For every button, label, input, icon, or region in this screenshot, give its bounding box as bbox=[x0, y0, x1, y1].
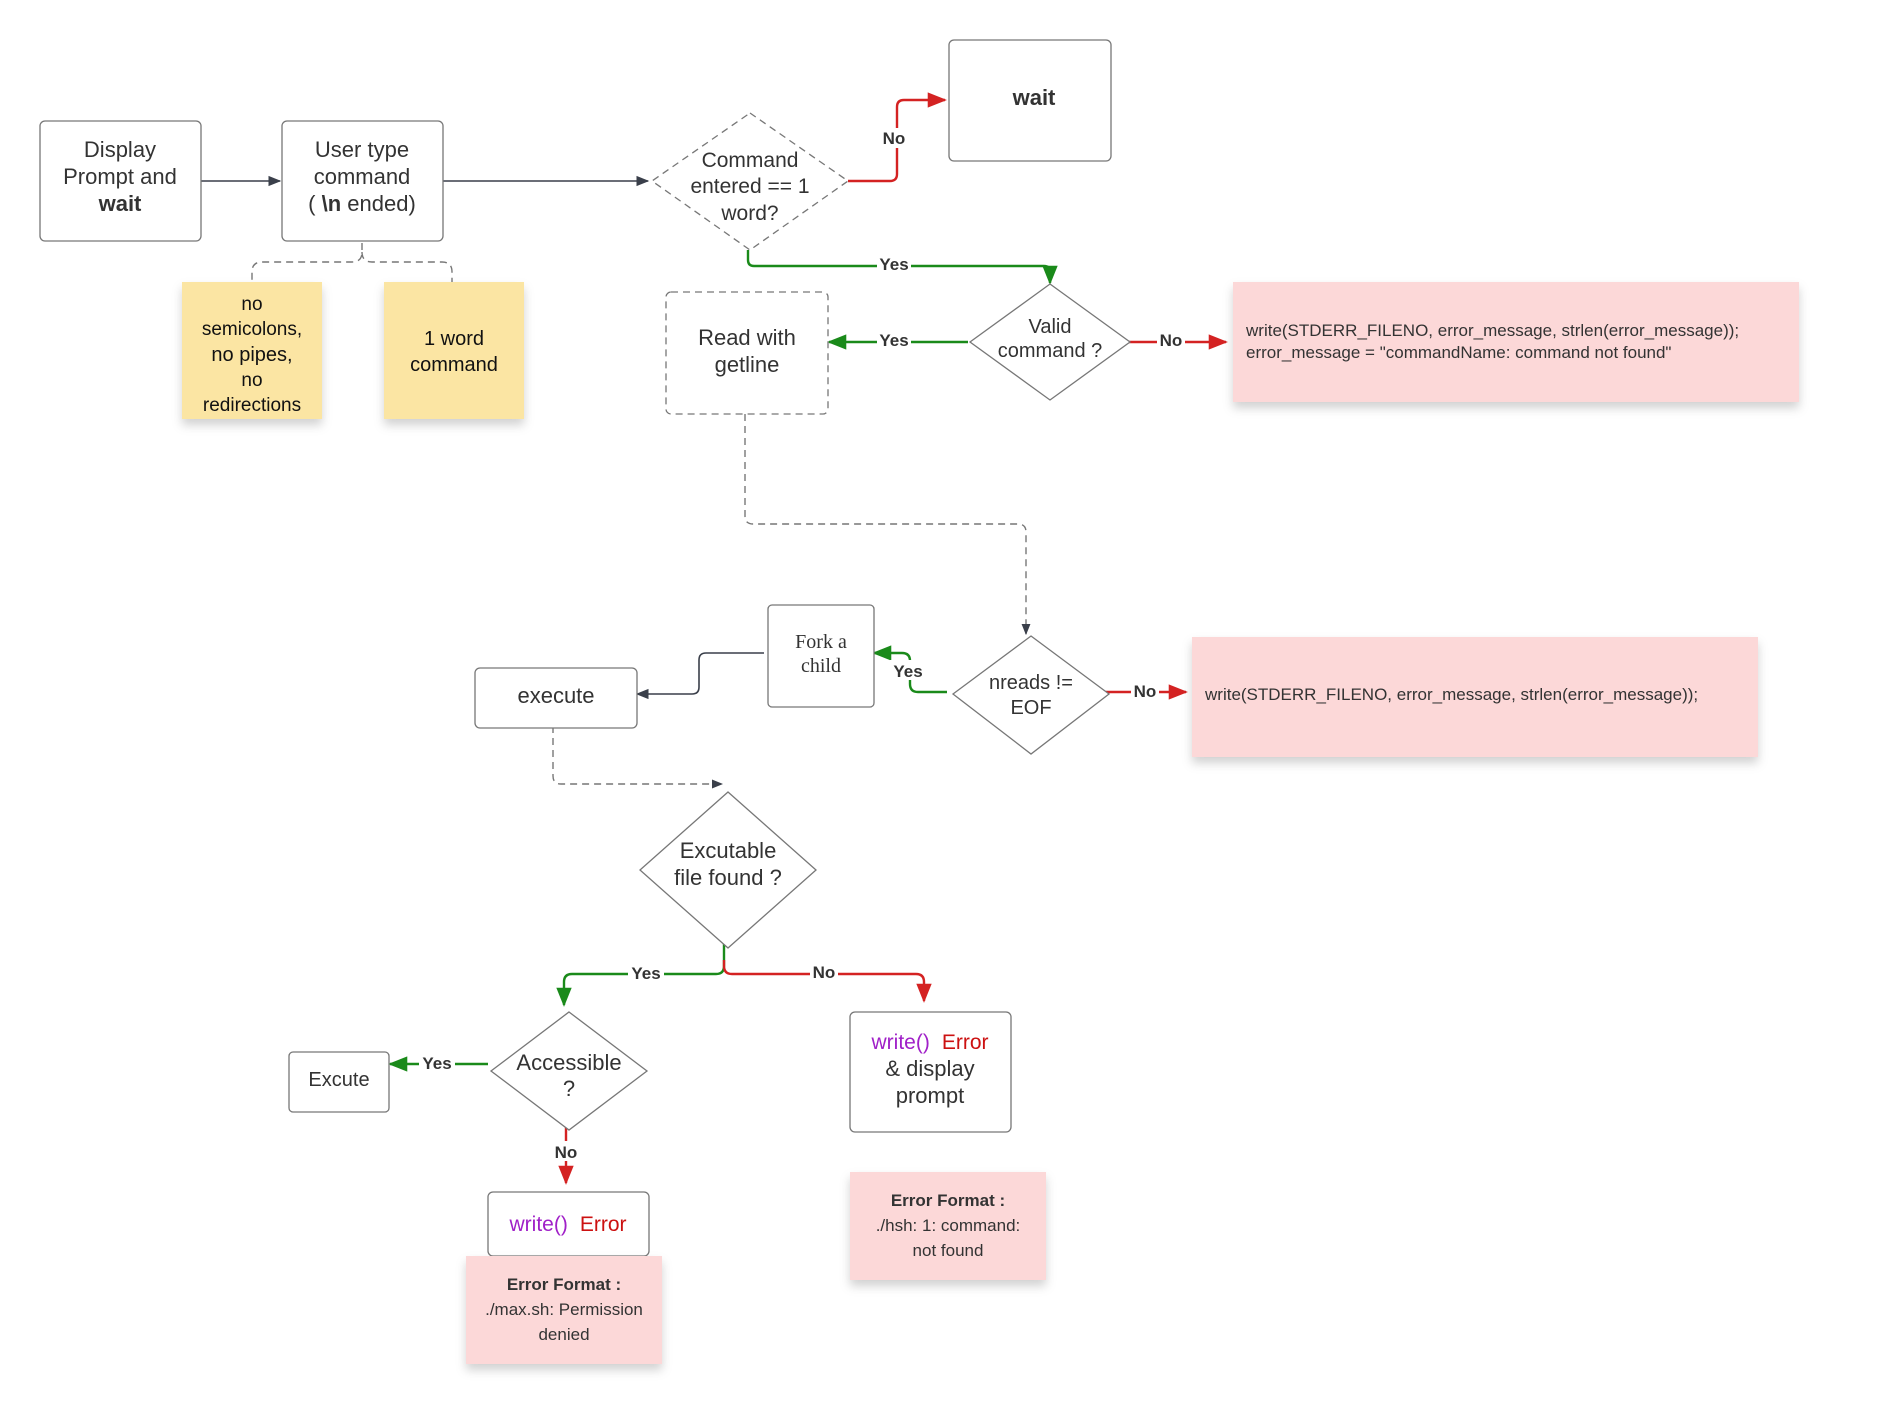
decision-one-word-line3: word? bbox=[720, 202, 778, 225]
decision-one-word-line2: entered == 1 bbox=[690, 175, 809, 198]
note-one-word: 1 word command bbox=[384, 282, 524, 419]
user-type-ended: ended) bbox=[341, 191, 416, 216]
decision-one-word: Command entered == 1 word? bbox=[650, 112, 850, 251]
user-type-paren: ( bbox=[308, 191, 321, 216]
node-user-type: User type command ( \n ended) bbox=[281, 120, 444, 242]
user-type-line1: User type bbox=[315, 137, 409, 162]
label-yes-excute: Yes bbox=[422, 1054, 451, 1073]
valid-command-line2: command ? bbox=[998, 340, 1103, 362]
note-command-not-found-line1: write(STDERR_FILENO, error_message, strl… bbox=[1245, 321, 1739, 340]
label-yes-accessible: Yes bbox=[631, 964, 660, 983]
note-no-semicolons-line1: no bbox=[241, 294, 262, 315]
error-format-left-title: Error Format : bbox=[507, 1275, 621, 1294]
note-error-format-right: Error Format : ./hsh: 1: command: not fo… bbox=[850, 1172, 1046, 1280]
error-format-right-line2: not found bbox=[913, 1241, 984, 1260]
user-type-line3: ( \n ended) bbox=[308, 191, 416, 216]
edge-labels: No Yes Yes No Yes No Yes No Yes No bbox=[419, 128, 1185, 1162]
note-command-not-found: write(STDERR_FILENO, error_message, strl… bbox=[1233, 282, 1799, 402]
note-eof-write: write(STDERR_FILENO, error_message, strl… bbox=[1192, 637, 1758, 757]
label-no-eof: No bbox=[1134, 682, 1157, 701]
user-type-newline: \n bbox=[322, 191, 342, 216]
edge-user-to-note-left bbox=[251, 243, 363, 282]
note-eof-write-line1: write(STDERR_FILENO, error_message, strl… bbox=[1204, 685, 1698, 704]
accessible-line2: ? bbox=[563, 1076, 575, 1101]
user-type-line2: command bbox=[314, 164, 411, 189]
read-getline-line2: getline bbox=[715, 352, 780, 377]
note-error-format-left: Error Format : ./max.sh: Permission deni… bbox=[466, 1256, 662, 1364]
label-no-found: No bbox=[813, 963, 836, 982]
display-prompt-line2: Prompt and bbox=[63, 164, 177, 189]
note-no-semicolons-line2: semicolons, bbox=[202, 319, 302, 340]
node-read-getline: Read with getline bbox=[665, 291, 829, 415]
edges bbox=[201, 92, 1228, 1185]
fork-child-line1: Fork a bbox=[795, 631, 847, 653]
error-format-left-line2: denied bbox=[538, 1325, 589, 1344]
note-one-word-line2: command bbox=[410, 354, 498, 376]
write-error-line1: write() Error bbox=[509, 1213, 627, 1236]
accessible-line1: Accessible bbox=[516, 1050, 621, 1075]
excute-label: Excute bbox=[308, 1069, 369, 1091]
valid-command-line1: Valid bbox=[1029, 316, 1072, 338]
node-display-prompt: Display Prompt and wait bbox=[39, 120, 202, 242]
fork-child-line2: child bbox=[801, 655, 841, 677]
decision-accessible: Accessible ? bbox=[489, 1011, 649, 1131]
nreads-eof-line1: nreads != bbox=[989, 672, 1073, 694]
label-no-valid: No bbox=[1160, 331, 1183, 350]
note-command-not-found-line2: error_message = "commandName: command no… bbox=[1246, 343, 1671, 362]
note-no-semicolons: no semicolons, no pipes, no redirections bbox=[182, 282, 322, 419]
node-write-error: write() Error bbox=[487, 1191, 650, 1257]
edge-fork-to-execute bbox=[635, 652, 764, 700]
display-prompt-line3: wait bbox=[98, 191, 142, 216]
note-one-word-line1: 1 word bbox=[424, 328, 484, 350]
note-no-semicolons-line4: no bbox=[241, 370, 262, 391]
executable-found-line2: file found ? bbox=[674, 865, 782, 890]
write-error-display-line3: prompt bbox=[896, 1083, 964, 1108]
write-error-display-line1: write() Error bbox=[871, 1031, 989, 1054]
node-execute: execute bbox=[474, 667, 638, 729]
edge-execute-to-found bbox=[552, 726, 724, 789]
label-no-accessible: No bbox=[555, 1143, 578, 1162]
write-error-display-error: Error bbox=[942, 1031, 989, 1054]
write-error-error: Error bbox=[580, 1213, 627, 1236]
note-no-semicolons-line5: redirections bbox=[203, 395, 301, 416]
write-error-write: write() bbox=[509, 1213, 568, 1236]
error-format-right-line1: ./hsh: 1: command: bbox=[876, 1216, 1021, 1235]
decision-executable-found: Excutable file found ? bbox=[639, 791, 817, 949]
label-yes-valid: Yes bbox=[879, 255, 908, 274]
node-wait: wait bbox=[948, 39, 1112, 162]
decision-one-word-line1: Command bbox=[702, 149, 799, 172]
note-no-semicolons-line3: no pipes, bbox=[211, 344, 292, 366]
execute-label: execute bbox=[517, 683, 594, 708]
wait-label: wait bbox=[1012, 85, 1056, 110]
decision-nreads-eof: nreads != EOF bbox=[951, 635, 1111, 755]
edge-read-to-nreads bbox=[744, 414, 1031, 636]
write-error-display-line2: & display bbox=[885, 1056, 974, 1081]
write-error-display-write: write() bbox=[871, 1031, 930, 1054]
error-format-left-line1: ./max.sh: Permission bbox=[485, 1300, 643, 1319]
label-yes-read: Yes bbox=[879, 331, 908, 350]
read-getline-line1: Read with bbox=[698, 325, 796, 350]
display-prompt-line1: Display bbox=[84, 137, 156, 162]
node-excute: Excute bbox=[288, 1051, 390, 1113]
nreads-eof-line2: EOF bbox=[1010, 697, 1051, 719]
edge-user-to-note-right bbox=[361, 251, 453, 282]
label-yes-fork: Yes bbox=[893, 662, 922, 681]
node-write-error-display: write() Error & display prompt bbox=[849, 1011, 1012, 1133]
error-format-right-title: Error Format : bbox=[891, 1191, 1005, 1210]
node-fork-child: Fork a child bbox=[767, 604, 875, 708]
executable-found-line1: Excutable bbox=[680, 838, 777, 863]
label-no-wait: No bbox=[883, 129, 906, 148]
decision-valid-command: Valid command ? bbox=[968, 283, 1132, 401]
